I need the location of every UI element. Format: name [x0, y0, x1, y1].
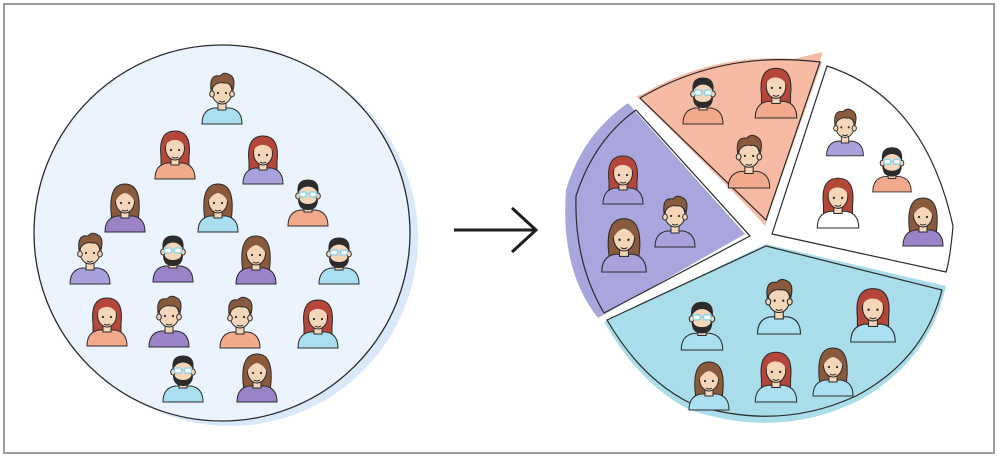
- segment-white: [771, 65, 954, 273]
- right-arrow-icon: [454, 206, 539, 254]
